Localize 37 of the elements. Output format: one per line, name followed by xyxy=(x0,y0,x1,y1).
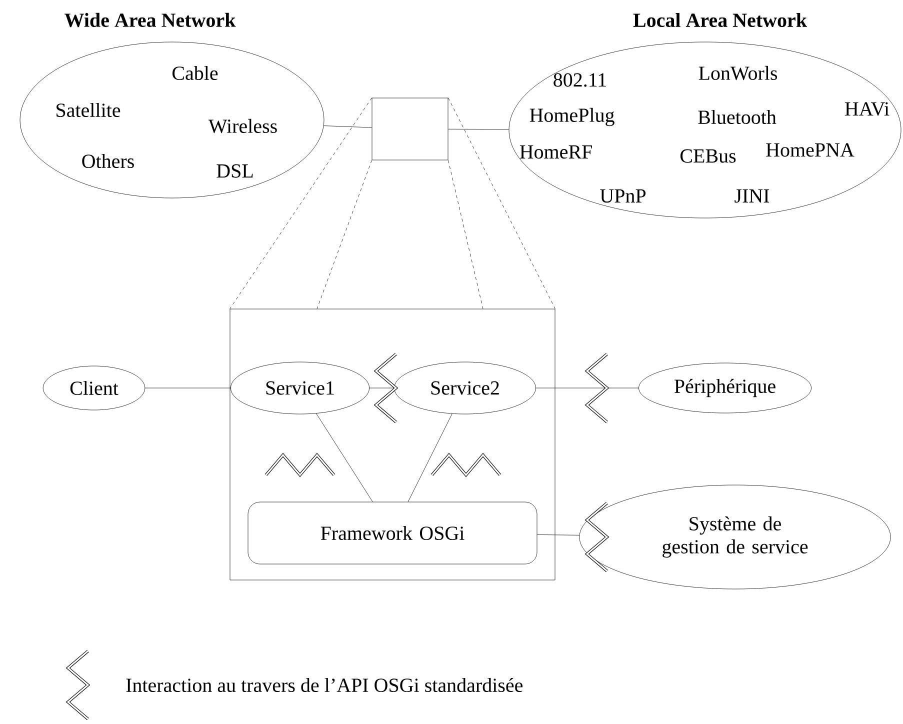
network-label: JINI xyxy=(734,189,770,203)
ellipse-node: Service2 xyxy=(394,362,536,414)
network-label: HAVi xyxy=(845,102,890,116)
heading: Local Area Network xyxy=(633,12,807,28)
zoom-line xyxy=(316,160,372,309)
connector xyxy=(316,413,373,502)
network-label: HomeRF xyxy=(520,145,592,159)
legend-text: Interaction au travers de l’API OSGi standardisée xyxy=(126,678,523,692)
box xyxy=(230,308,556,580)
network-label: UPnP xyxy=(600,189,646,203)
zoom-line xyxy=(230,98,372,309)
network-label: DSL xyxy=(216,164,253,178)
network-label: HomePlug xyxy=(530,108,614,126)
connector xyxy=(324,126,372,128)
heading: Wide Area Network xyxy=(64,12,236,28)
network-label: HomePNA xyxy=(766,143,854,157)
connector xyxy=(408,414,452,502)
connector xyxy=(448,128,510,130)
network-label: Bluetooth xyxy=(698,110,776,124)
ellipse-node: Système de gestion de service xyxy=(579,484,891,590)
zoom-line xyxy=(448,98,556,309)
ellipse-node xyxy=(508,42,902,218)
network-label: 802.11 xyxy=(554,73,606,87)
network-label: Others xyxy=(82,154,134,168)
ellipse-node: Périphérique xyxy=(638,362,812,414)
network-label: CEBus xyxy=(680,149,736,163)
connector xyxy=(537,534,580,536)
network-label: Cable xyxy=(172,66,218,80)
box xyxy=(372,98,448,160)
network-label: Wireless xyxy=(208,118,277,134)
network-label: LonWorls xyxy=(698,66,778,80)
ellipse-node: Client xyxy=(42,366,146,410)
ellipse-node xyxy=(20,42,324,198)
rounded-box: Framework OSGi xyxy=(248,502,538,564)
network-label: Satellite xyxy=(56,102,120,118)
zoom-line xyxy=(448,160,484,309)
ellipse-node: Service1 xyxy=(230,362,370,414)
